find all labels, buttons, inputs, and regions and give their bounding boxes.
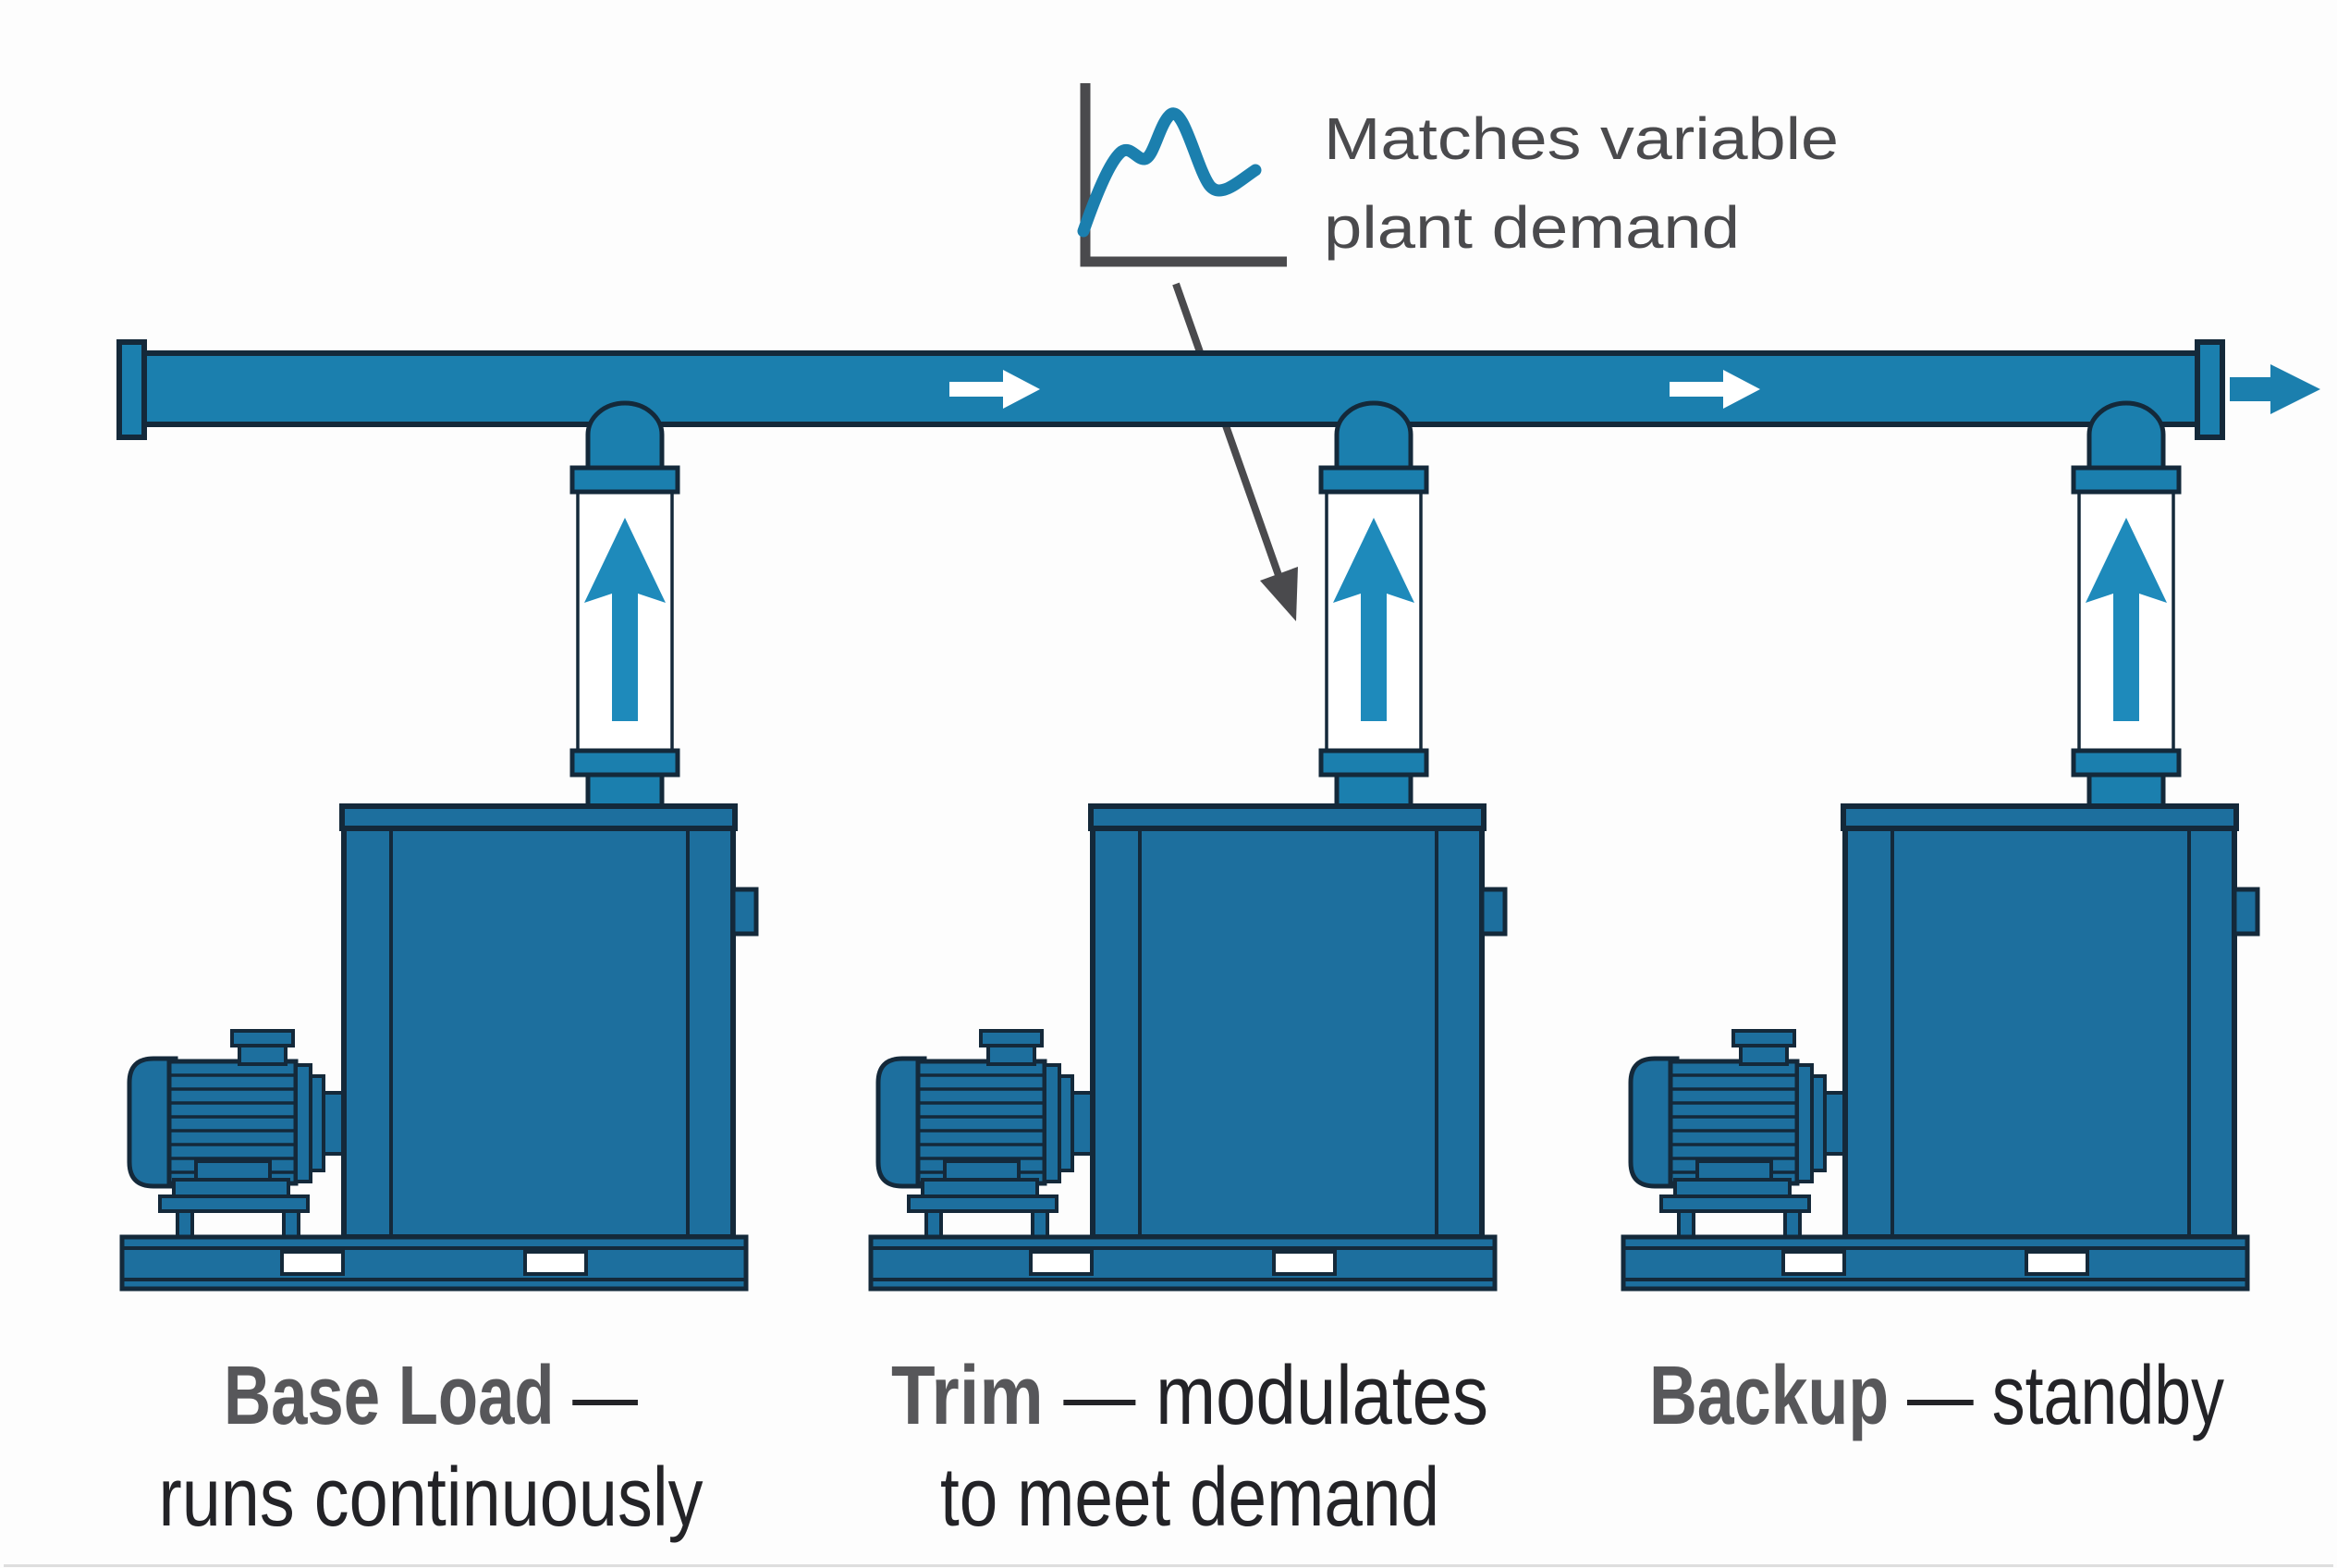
compressor-unit-base-load (122, 403, 756, 1289)
label-base-load-name: Base Load (224, 1350, 555, 1442)
outlet-arrow-right (2230, 364, 2320, 414)
label-base-load-rest: — (555, 1350, 638, 1442)
header-pipe (116, 339, 2225, 440)
header-pipe-run (141, 350, 2200, 427)
bottom-edge-line (4, 1564, 2333, 1567)
chart-axes (1080, 83, 1287, 267)
compressor-unit-trim (871, 403, 1505, 1289)
annotation-line1: Matches variable (1324, 105, 1839, 172)
demand-curve (1077, 107, 1262, 238)
leader-arrowhead-icon (1260, 567, 1298, 621)
label-base-load-line1: Base Load — (224, 1350, 638, 1442)
demand-leader-line (1172, 282, 1289, 595)
label-trim-rest: — modulates (1044, 1350, 1488, 1442)
header-flange-left (116, 339, 147, 440)
label-trim-line2: to meet demand (940, 1452, 1439, 1544)
label-base-load-line2: runs continuously (159, 1452, 704, 1544)
annotation-line2: plant demand (1324, 194, 1740, 261)
label-backup-line1: Backup — standby (1649, 1350, 2224, 1442)
label-trim-name: Trim (891, 1350, 1044, 1442)
header-flange-right (2195, 339, 2225, 440)
compressor-unit-backup (1623, 403, 2257, 1289)
label-trim-line1: Trim — modulates (891, 1350, 1488, 1442)
unit-labels: Base Load — runs continuously Trim — mod… (159, 1350, 2225, 1544)
flow-arrow-right-2 (1670, 370, 1760, 409)
label-backup-rest: — standby (1889, 1350, 2224, 1442)
label-backup-name: Backup (1649, 1350, 1889, 1442)
demand-curve-icon (1077, 83, 1287, 267)
flow-arrow-right-1 (949, 370, 1040, 409)
